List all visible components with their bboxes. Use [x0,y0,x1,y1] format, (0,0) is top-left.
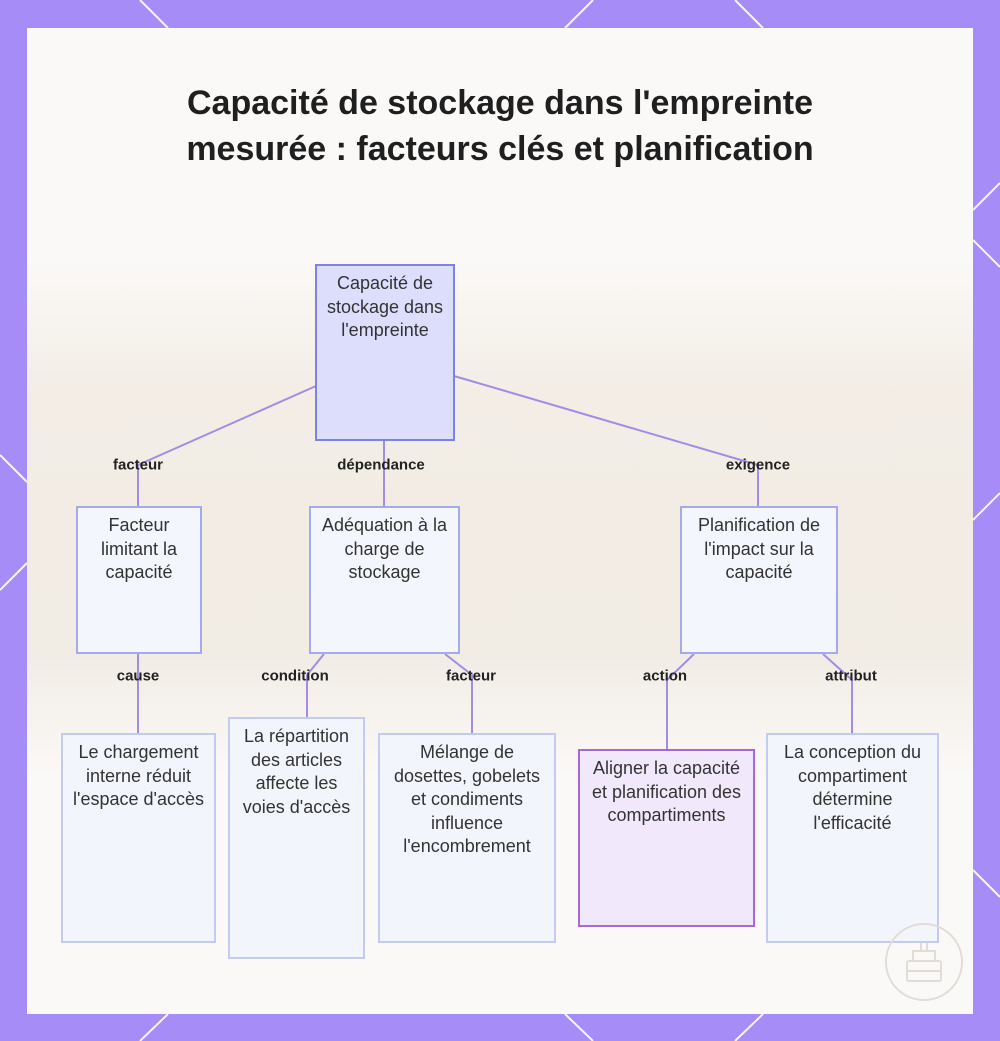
node-facteur-limitant[interactable]: Facteur limitant la capacité [76,506,202,654]
node-melange[interactable]: Mélange de dosettes, gobelets et condime… [378,733,556,943]
edge-action [666,653,695,749]
node-adequation[interactable]: Adéquation à la charge de stockage [309,506,460,654]
edge-label-action: action [642,667,688,685]
edge-condition [306,653,325,717]
edge-label-condition: condition [261,667,329,685]
node-repartition-label: La répartition des articles affecte les … [242,726,351,817]
edge-root-facteur [137,385,317,506]
diagram-title: Capacité de stockage dans l'empreinte me… [186,84,814,168]
node-aligner-label: Aligner la capacité et planification des… [591,758,742,825]
node-chargement[interactable]: Le chargement interne réduit l'espace d'… [61,733,216,943]
node-aligner[interactable]: Aligner la capacité et planification des… [578,749,755,927]
edge-label-facteur2: facteur [445,667,497,685]
node-conception[interactable]: La conception du compartiment détermine … [766,733,939,943]
node-chargement-label: Le chargement interne réduit l'espace d'… [73,742,204,809]
node-repartition[interactable]: La répartition des articles affecte les … [228,717,365,959]
edge-root-exigence [453,375,759,506]
edge-label-exigence: exigence [725,456,791,474]
brand-logo-icon [885,923,963,1001]
node-conception-label: La conception du compartiment détermine … [783,742,922,833]
node-melange-label: Mélange de dosettes, gobelets et condime… [393,742,541,856]
edge-label-dependance: dépendance [337,456,425,474]
connector-lines [137,375,853,749]
node-planification-impact-label: Planification de l'impact sur la capacit… [697,515,821,582]
edge-facteur2 [444,653,473,733]
edge-label-facteur: facteur [112,456,164,474]
edge-label-attribut: attribut [825,667,877,685]
diagram-canvas: Capacité de stockage dans l'empreinte me… [27,28,973,1014]
node-planification-impact[interactable]: Planification de l'impact sur la capacit… [680,506,838,654]
node-root-label: Capacité de stockage dans l'empreinte [326,273,444,340]
node-facteur-limitant-label: Facteur limitant la capacité [100,515,178,582]
node-adequation-label: Adéquation à la charge de stockage [321,515,448,582]
edge-label-cause: cause [116,667,160,685]
edge-attribut [822,653,853,733]
node-root[interactable]: Capacité de stockage dans l'empreinte [315,264,455,441]
